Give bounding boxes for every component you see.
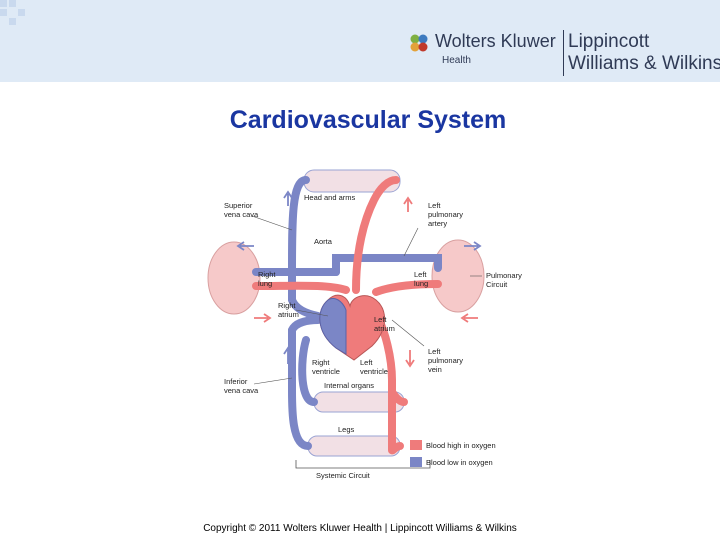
label-right-ventricle: Right bbox=[312, 358, 330, 367]
publisher-logo: Wolters Kluwer Health Lippincott William… bbox=[408, 28, 720, 80]
header-band bbox=[0, 0, 720, 82]
label-inferior-vena-cava: Inferior bbox=[224, 377, 248, 386]
arrow-up-ivc-icon bbox=[283, 346, 293, 364]
logo-sub-text: Health bbox=[442, 55, 471, 66]
label-inferior-vena-cava-2: vena cava bbox=[224, 386, 259, 395]
leader-left-pulmonary-vein bbox=[391, 319, 425, 347]
label-right-lung: Right bbox=[258, 270, 276, 279]
label-left-pulmonary-artery-2: pulmonary bbox=[428, 210, 463, 219]
arrow-left-lpv-icon bbox=[460, 313, 478, 323]
arrow-right-rpv-icon bbox=[254, 313, 272, 323]
label-left-pulmonary-vein-3: vein bbox=[428, 365, 442, 374]
inferior-vena-cava-vessel bbox=[288, 316, 322, 450]
aorta-vessel bbox=[352, 176, 400, 294]
label-right-ventricle-2: ventricle bbox=[312, 367, 340, 376]
label-legs: Legs bbox=[338, 425, 355, 434]
label-head-and-arms: Head and arms bbox=[304, 193, 356, 202]
label-aorta: Aorta bbox=[314, 237, 333, 246]
organ-artery-vessel bbox=[388, 388, 408, 406]
copyright-footer: Copyright © 2011 Wolters Kluwer Health |… bbox=[203, 523, 517, 534]
organ-vein-vessel bbox=[298, 336, 318, 406]
legs-capillary-bed bbox=[307, 435, 401, 457]
legend-swatch-oxygen-low bbox=[410, 457, 422, 467]
leader-superior-vena-cava bbox=[251, 215, 293, 231]
label-right-atrium: Right bbox=[278, 301, 296, 310]
label-systemic-circuit: Systemic Circuit bbox=[316, 471, 371, 480]
label-left-pulmonary-vein: Left bbox=[428, 347, 441, 356]
label-right-lung-2: lung bbox=[258, 279, 272, 288]
label-left-lung: Left bbox=[414, 270, 427, 279]
wolters-kluwer-logo-icon bbox=[410, 34, 428, 52]
pulmonary-vein-right bbox=[252, 281, 350, 294]
label-left-pulmonary-artery: Left bbox=[428, 201, 441, 210]
label-left-atrium-2: atrium bbox=[374, 324, 395, 333]
label-left-pulmonary-artery-3: artery bbox=[428, 219, 447, 228]
arrow-up-aorta-icon bbox=[403, 196, 413, 212]
label-superior-vena-cava-2: vena cava bbox=[224, 210, 259, 219]
cardiovascular-diagram: Head and arms Superior vena cava Left pu… bbox=[207, 169, 522, 480]
label-superior-vena-cava: Superior bbox=[224, 201, 253, 210]
label-left-pulmonary-vein-2: pulmonary bbox=[428, 356, 463, 365]
corner-decoration bbox=[0, 0, 30, 30]
leader-inferior-vena-cava bbox=[253, 377, 293, 385]
arrow-up-head-vein-icon bbox=[283, 190, 293, 206]
label-left-lung-2: lung bbox=[414, 279, 428, 288]
legend: Blood high in oxygen Blood low in oxygen bbox=[410, 440, 496, 467]
label-left-ventricle-2: ventricle bbox=[360, 367, 388, 376]
arrow-left-rpa-icon bbox=[236, 241, 254, 251]
legend-swatch-oxygen-high bbox=[410, 440, 422, 450]
legend-label-oxygen-high: Blood high in oxygen bbox=[426, 441, 496, 450]
pulmonary-artery-left bbox=[332, 254, 442, 276]
slide-title: Cardiovascular System bbox=[229, 106, 507, 134]
label-pulmonary-circuit: Pulmonary bbox=[486, 271, 522, 280]
legend-label-oxygen-low: Blood low in oxygen bbox=[426, 458, 493, 467]
logo-partner-line1: Lippincott bbox=[568, 31, 650, 52]
label-right-atrium-2: atrium bbox=[278, 310, 299, 319]
arrow-right-lpa-icon bbox=[464, 241, 482, 251]
leader-right-atrium bbox=[295, 309, 329, 317]
arrow-down-aorta-icon bbox=[405, 350, 415, 368]
systemic-circuit-bracket bbox=[295, 460, 431, 469]
label-pulmonary-circuit-2: Circuit bbox=[486, 280, 508, 289]
label-left-ventricle: Left bbox=[360, 358, 373, 367]
logo-partner-line2: Williams & Wilkins bbox=[568, 53, 720, 74]
logo-main-text: Wolters Kluwer bbox=[435, 31, 556, 51]
label-left-atrium: Left bbox=[374, 315, 387, 324]
pulmonary-vein-left bbox=[372, 280, 442, 296]
right-lung-tissue bbox=[207, 241, 261, 315]
left-lung-tissue bbox=[431, 239, 485, 313]
logo-separator bbox=[563, 30, 564, 76]
label-internal-organs: Internal organs bbox=[324, 381, 374, 390]
heart-right-side bbox=[319, 297, 347, 355]
leader-left-pulmonary-artery bbox=[403, 227, 419, 257]
